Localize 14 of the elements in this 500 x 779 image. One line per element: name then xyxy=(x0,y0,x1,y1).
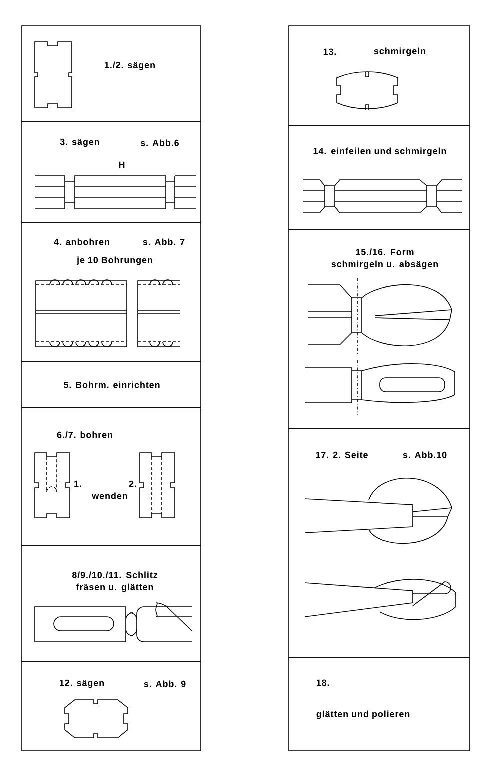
drawing-label: 1. xyxy=(74,480,82,488)
step-box: 4. anbohren s. Abb. 7 je 10 Bohrungen xyxy=(22,222,202,362)
step-box: 12. sägen s. Abb. 9 xyxy=(22,662,202,752)
step-box: 14. einfeilen und schmirgeln xyxy=(288,126,470,230)
step-box: 17. 2. Seite s. Abb.10 xyxy=(288,428,470,658)
drawing-label: H xyxy=(119,162,125,168)
step-box: 13. schmirgeln xyxy=(288,26,470,126)
step-box: 8/9./10./11. Schlitz fräsen u. glätten xyxy=(22,546,202,662)
drawing-label: 2. xyxy=(129,480,136,488)
drawing-label: wenden xyxy=(92,492,128,500)
step-box: 5. Bohrm. einrichten xyxy=(22,362,202,408)
step-box: 15./16. Form schmirgeln u. absägen xyxy=(288,230,470,430)
step-box: 18. glätten und polieren xyxy=(288,658,470,752)
step-box: 1./2. sägen xyxy=(22,26,202,122)
